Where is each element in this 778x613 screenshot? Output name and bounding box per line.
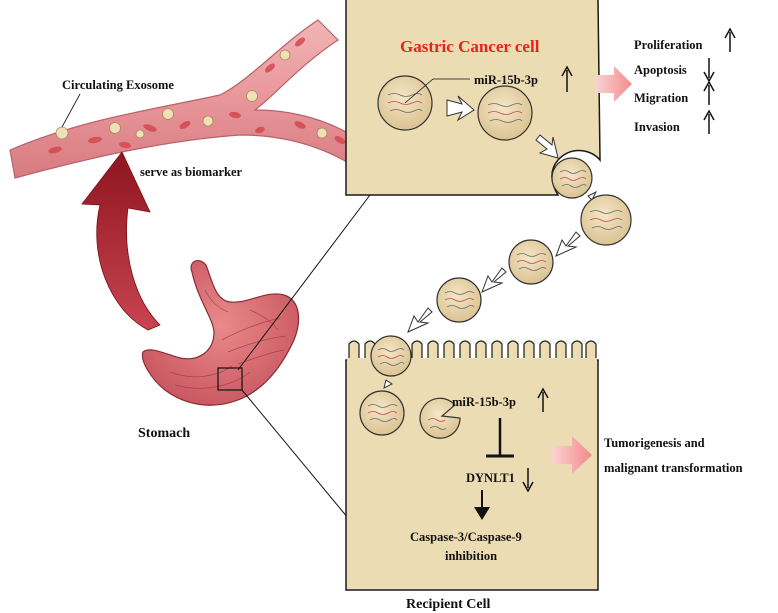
stomach <box>141 260 300 406</box>
dynlt1-label: DYNLT1 <box>466 471 515 485</box>
tumorigenesis-label-line2: malignant transformation <box>604 461 743 475</box>
apoptosis-down-arrow-icon <box>703 58 715 83</box>
exosome-4 <box>580 194 632 246</box>
exosome-2 <box>477 85 533 141</box>
mir-top-up-arrow-icon <box>561 65 573 92</box>
motion-arrow-2-icon <box>535 134 559 159</box>
lysed-exosome <box>419 397 461 439</box>
mir-bottom-label: miR-15b-3p <box>452 395 516 409</box>
motion-arrow-4-icon <box>555 231 581 257</box>
exosome-5 <box>508 239 554 285</box>
tumorigenesis-label-line1: Tumorigenesis and <box>604 436 705 450</box>
curved-arrow <box>81 151 161 331</box>
gastric-cancer-cell-title: Gastric Cancer cell <box>400 37 540 56</box>
zoom-box <box>217 367 243 391</box>
serve-as-biomarker-label: serve as biomarker <box>140 165 243 179</box>
connector-line-top <box>237 194 371 371</box>
exosome-3 <box>551 157 593 199</box>
caspase-down-arrow-icon <box>474 490 490 520</box>
invasion-label: Invasion <box>634 120 680 134</box>
motion-arrow-7-icon <box>383 379 393 389</box>
gastric-cancer-cell <box>345 0 601 196</box>
motion-arrow-1-icon <box>446 95 475 122</box>
mir-top-label: miR-15b-3p <box>474 73 538 87</box>
motion-arrow-6-icon <box>407 307 433 333</box>
recipient-cell <box>345 335 599 591</box>
circulating-exosome-label: Circulating Exosome <box>62 78 174 92</box>
migration-up-arrow-icon <box>703 80 715 105</box>
effect-arrow-icon <box>596 66 632 102</box>
caspase-label-line2: inhibition <box>445 549 497 563</box>
mir-bottom-up-arrow-icon <box>537 387 549 412</box>
motion-arrow-3-icon <box>587 190 598 201</box>
exosome-6 <box>436 277 482 323</box>
migration-label: Migration <box>634 91 688 105</box>
caspase-label-line1: Caspase-3/Caspase-9 <box>410 530 522 544</box>
proliferation-up-arrow-icon <box>724 27 736 52</box>
inhibition-bar-icon <box>486 418 514 458</box>
exosome-7 <box>359 390 405 436</box>
blood-vessel <box>9 19 371 179</box>
invasion-up-arrow-icon <box>703 109 715 134</box>
connector-line-bottom <box>241 389 349 519</box>
proliferation-label: Proliferation <box>634 38 703 52</box>
apoptosis-label: Apoptosis <box>634 63 687 77</box>
motion-arrow-5-icon <box>481 267 507 293</box>
recipient-cell-label: Recipient Cell <box>406 597 490 612</box>
tumorigenesis-arrow-icon <box>552 436 592 474</box>
stomach-label: Stomach <box>138 426 190 441</box>
dynlt1-down-arrow-icon <box>522 468 534 493</box>
